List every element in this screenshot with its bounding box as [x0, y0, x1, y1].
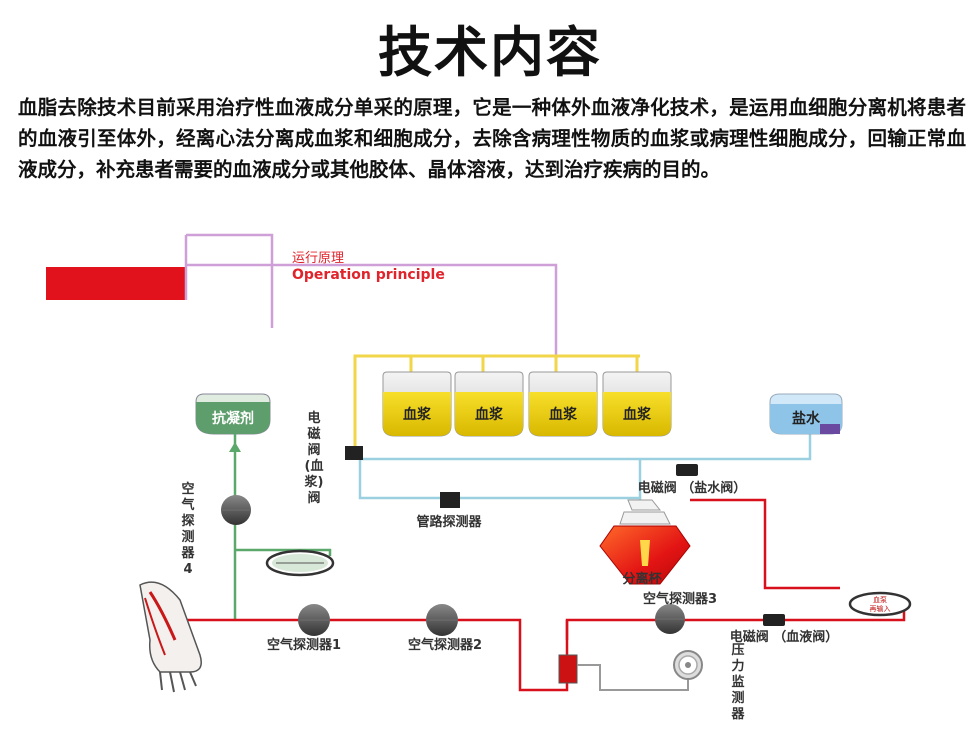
svg-text:力: 力 — [731, 658, 744, 674]
svg-text:空: 空 — [181, 481, 194, 497]
svg-text:4: 4 — [183, 562, 192, 577]
blood-pump: 血泵 再输入 — [848, 591, 912, 617]
svg-text:浆): 浆) — [304, 474, 324, 490]
svg-text:器: 器 — [730, 707, 745, 722]
saline-port — [820, 424, 840, 434]
svg-text:(血: (血 — [305, 458, 324, 474]
svg-text:探: 探 — [181, 513, 194, 529]
svg-text:阀: 阀 — [307, 442, 320, 458]
plasma-valve — [345, 446, 363, 460]
red-block — [46, 267, 186, 300]
air-detector-2-label: 空气探测器2 — [408, 637, 482, 653]
plasma-bag-label: 血浆 — [403, 406, 432, 423]
purple-guide-lines — [184, 233, 558, 356]
blood-circuit-lines — [180, 498, 906, 692]
heading-en: Operation principle — [292, 267, 445, 283]
plasma-bag: 血浆 — [528, 371, 598, 437]
saline-label: 盐水 — [792, 410, 821, 427]
svg-text:测: 测 — [181, 529, 194, 545]
svg-text:电: 电 — [307, 410, 320, 426]
svg-text:器: 器 — [180, 546, 195, 561]
plasma-circuit-lines — [353, 354, 640, 459]
saline-circuit-lines — [358, 432, 812, 500]
plasma-bag: 血浆 — [382, 371, 452, 437]
pipe-detector-label: 管路探测器 — [416, 514, 482, 530]
separation-cup-label: 分离杯 — [622, 571, 662, 587]
plasma-bag-label: 血浆 — [623, 406, 652, 423]
svg-text:阀: 阀 — [307, 490, 320, 506]
plasma-bag-label: 血浆 — [475, 406, 504, 423]
blood-valve-label: 电磁阀 （血液阀） — [730, 629, 839, 645]
collection-chamber — [558, 654, 578, 684]
anticoagulant-pump — [265, 549, 335, 577]
anticoagulant-bag: 抗凝剂 — [195, 393, 271, 435]
slide-body-text: 血脂去除技术目前采用治疗性血液成分单采的原理，它是一种体外血液净化技术，是运用血… — [18, 96, 966, 181]
pipe-detector — [440, 492, 460, 508]
air-detector-3-label: 空气探测器3 — [643, 591, 717, 607]
pressure-line — [577, 664, 689, 691]
svg-text:测: 测 — [731, 690, 744, 706]
anticoagulant-line — [233, 434, 332, 620]
pressure-monitor — [673, 650, 703, 680]
saline-bag: 盐水 — [769, 393, 843, 435]
svg-text:气: 气 — [181, 497, 194, 513]
plasma-bag-label: 血浆 — [549, 406, 578, 423]
slide-title: 技术内容 — [378, 21, 602, 84]
plasma-bag: 血浆 — [602, 371, 672, 437]
svg-text:监: 监 — [731, 674, 744, 690]
pressure-monitor-label: 压 力 监 测 器 — [730, 643, 745, 722]
blood-pump-label-top: 血泵 — [873, 595, 887, 604]
blood-pump-label-bottom: 再输入 — [870, 604, 891, 613]
saline-valve — [676, 464, 698, 476]
air-detector-4-label: 空 气 探 测 器 4 — [180, 481, 195, 577]
plasma-valve-label: 电 磁 阀 (血 浆) 阀 — [304, 410, 324, 506]
air-detector-1-label: 空气探测器1 — [267, 637, 341, 653]
plasma-bag: 血浆 — [454, 371, 524, 437]
heading-cn: 运行原理 — [292, 251, 344, 266]
svg-text:压: 压 — [731, 643, 744, 658]
flow-arrow — [229, 442, 241, 452]
separation-cup — [599, 499, 691, 585]
svg-text:磁: 磁 — [307, 426, 320, 442]
blood-valve — [763, 614, 785, 626]
patient-arm — [139, 581, 202, 693]
anticoagulant-label: 抗凝剂 — [212, 410, 254, 427]
saline-valve-label: 电磁阀 （盐水阀） — [638, 480, 747, 496]
